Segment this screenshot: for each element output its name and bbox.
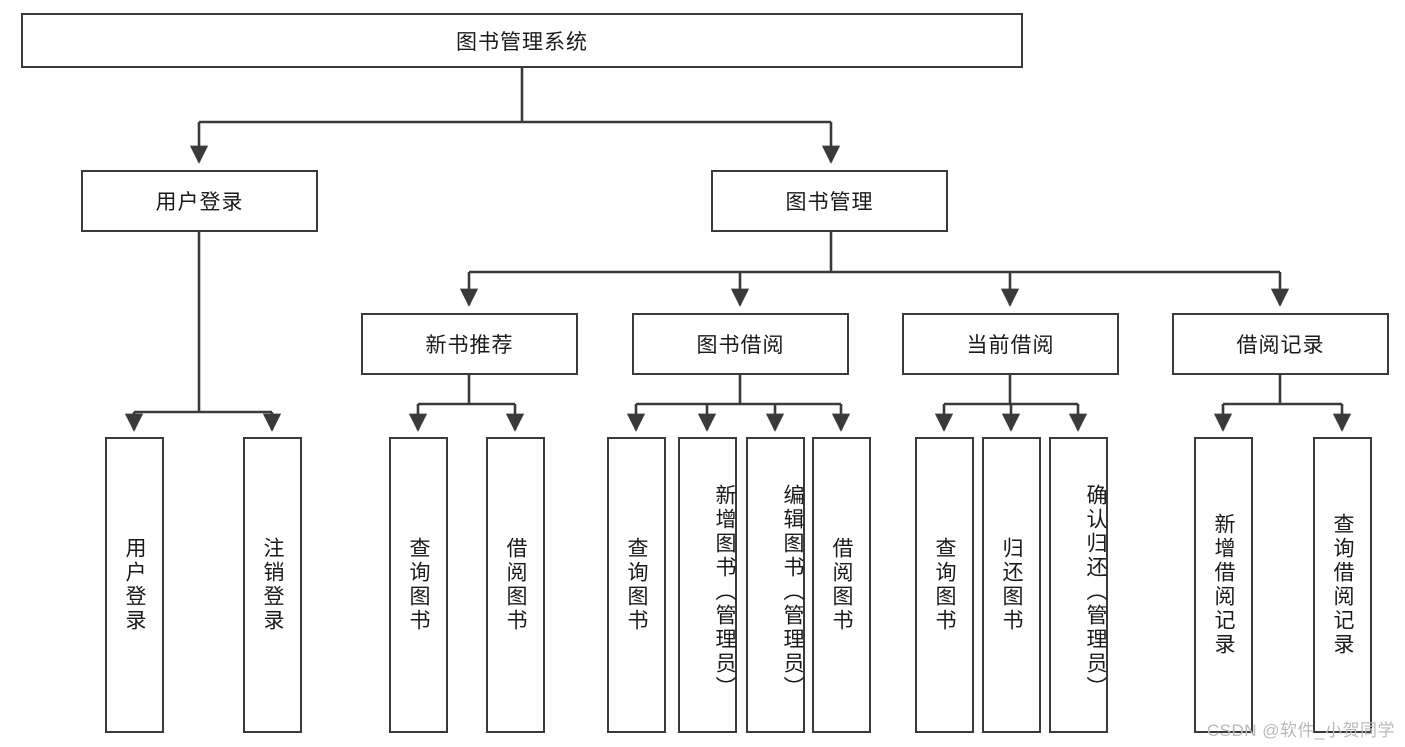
leaf-confirm-return-admin[interactable]: 确认归还（管理员） xyxy=(1049,437,1108,733)
node-book-borrow[interactable]: 图书借阅 xyxy=(632,313,849,375)
leaf-edit-book-admin[interactable]: 编辑图书（管理员） xyxy=(746,437,805,733)
node-current-borrow[interactable]: 当前借阅 xyxy=(902,313,1119,375)
node-book-management[interactable]: 图书管理 xyxy=(711,170,948,232)
leaf-return-book[interactable]: 归还图书 xyxy=(982,437,1041,733)
leaf-logout[interactable]: 注销登录 xyxy=(243,437,302,733)
leaf-add-borrow-record[interactable]: 新增借阅记录 xyxy=(1194,437,1253,733)
node-new-book-recommend[interactable]: 新书推荐 xyxy=(361,313,578,375)
node-borrow-record[interactable]: 借阅记录 xyxy=(1172,313,1389,375)
leaf-query-book-current[interactable]: 查询图书 xyxy=(915,437,974,733)
leaf-query-book-new[interactable]: 查询图书 xyxy=(389,437,448,733)
leaf-add-book-admin[interactable]: 新增图书（管理员） xyxy=(678,437,737,733)
leaf-user-login[interactable]: 用户登录 xyxy=(105,437,164,733)
leaf-query-borrow-record[interactable]: 查询借阅记录 xyxy=(1313,437,1372,733)
leaf-query-book-borrow[interactable]: 查询图书 xyxy=(607,437,666,733)
leaf-borrow-book[interactable]: 借阅图书 xyxy=(812,437,871,733)
csdn-watermark: CSDN @软件_小贺同学 xyxy=(1206,721,1395,740)
leaf-borrow-book-new[interactable]: 借阅图书 xyxy=(486,437,545,733)
node-root-system[interactable]: 图书管理系统 xyxy=(21,13,1023,68)
node-user-login[interactable]: 用户登录 xyxy=(81,170,318,232)
